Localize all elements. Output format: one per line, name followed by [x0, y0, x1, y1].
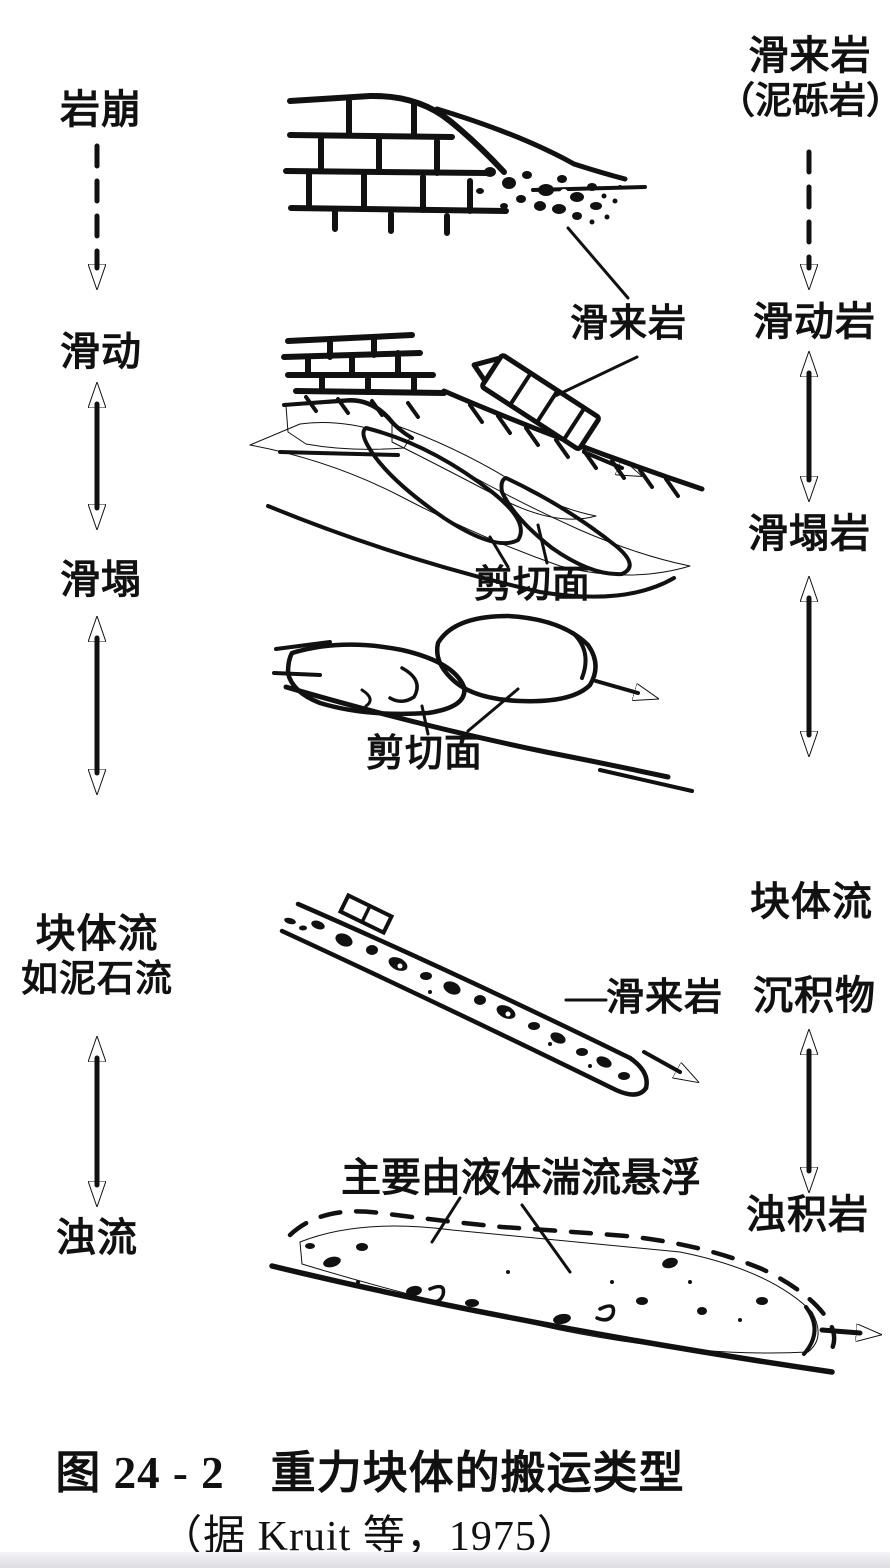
debris-flow-motion-arrow [642, 1050, 680, 1072]
debris-flow-block [337, 892, 395, 936]
leader-shear-plane-lower [420, 687, 520, 736]
turbidity-motion-arrow [819, 1330, 860, 1333]
right-label-turbidite: 浊积岩 [746, 1192, 869, 1237]
sketch-slump [272, 613, 694, 793]
left-label-rockfall: 岩崩 [60, 87, 142, 132]
figure-caption-title: 图 24 - 2 重力块体的搬运类型 [55, 1448, 685, 1498]
left-label-mass-flow-line2: 如泥石流 [21, 959, 173, 1000]
sketch-rockfall [283, 92, 647, 236]
annotation-olistolith-debris-flow: 滑来岩 [606, 977, 724, 1019]
right-label-mass-flow-deposit-line1: 块体流 [750, 879, 873, 924]
annotation-shear-plane-lower: 剪切面 [366, 733, 484, 775]
sketch-slide [249, 332, 705, 599]
right-label-mass-flow-deposit-line2: 沉积物 [753, 973, 876, 1018]
leader-block-olistolith [551, 355, 639, 399]
annotation-turbulent-suspension: 主要由液体湍流悬浮 [341, 1155, 701, 1200]
slide-motion-arrow [582, 450, 622, 468]
right-label-olistolith-line2: （泥砾岩） [718, 81, 890, 122]
slide-olistolith-block [471, 353, 601, 452]
left-label-slump: 滑塌 [60, 557, 142, 602]
scan-edge-shadow [0, 1552, 890, 1568]
leader-shear-plane-upper [488, 523, 549, 569]
leader-rockfall-olistolith [566, 226, 630, 300]
left-label-slide: 滑动 [60, 329, 142, 374]
left-label-mass-flow: 块体流 如泥石流 [4, 912, 190, 1001]
leader-turbulent-suspension [430, 1196, 572, 1274]
rockfall-debris [476, 167, 622, 225]
annotation-leader-lines [420, 226, 639, 1274]
sketch-debris-flow [279, 892, 680, 1097]
right-label-slump-rock: 滑塌岩 [748, 511, 871, 556]
left-label-mass-flow-line1: 块体流 [35, 911, 159, 956]
sketch-turbidity-current [269, 1209, 860, 1375]
right-label-slide-rock: 滑动岩 [753, 299, 876, 344]
right-label-olistolith: 滑来岩 （泥砾岩） [718, 34, 890, 123]
left-label-turbidity: 浊流 [56, 1215, 138, 1260]
slump-motion-arrow [594, 679, 638, 693]
turbidity-clasts [305, 1243, 768, 1325]
annotation-olistolith-upper: 滑来岩 [570, 303, 688, 345]
right-label-olistolith-line1: 滑来岩 [748, 33, 872, 78]
debris-flow-clasts [284, 917, 630, 1080]
annotation-shear-plane-upper: 剪切面 [474, 564, 592, 606]
